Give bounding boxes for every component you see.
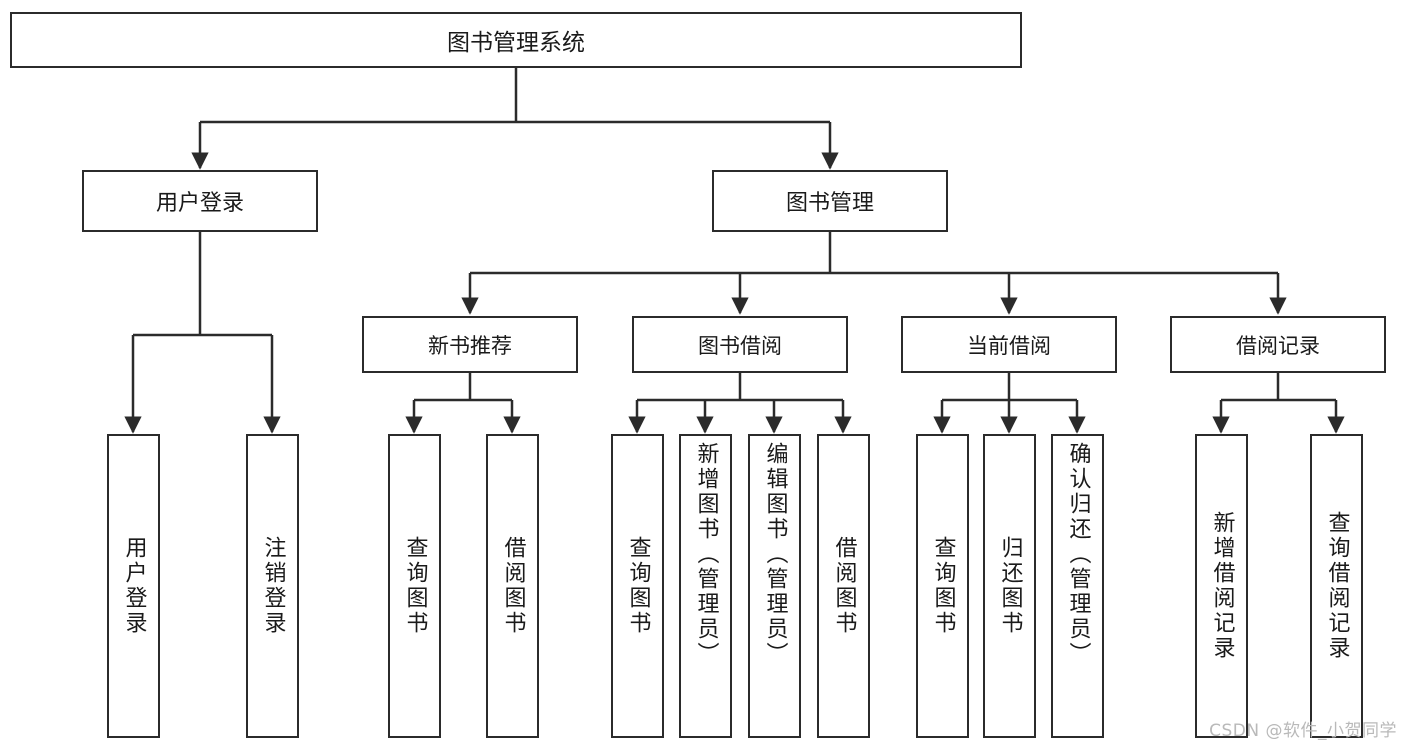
node-book-management[interactable]: 图书管理 xyxy=(712,170,948,232)
leaf-user-login[interactable]: 用户登录 xyxy=(107,434,160,738)
leaf-query-book-newbook-label: 查询图书 xyxy=(402,536,428,636)
leaf-confirm-return-admin[interactable]: 确认归还（管理员） xyxy=(1051,434,1104,738)
leaf-borrow-book-borrow-label: 借阅图书 xyxy=(831,536,857,636)
node-user-login[interactable]: 用户登录 xyxy=(82,170,318,232)
node-new-book-recommend-label: 新书推荐 xyxy=(428,333,512,358)
leaf-add-book-admin-label: 新增图书（管理员） xyxy=(693,442,719,667)
node-current-borrow-label: 当前借阅 xyxy=(967,333,1051,358)
leaf-add-book-admin[interactable]: 新增图书（管理员） xyxy=(679,434,732,738)
node-book-borrow-label: 图书借阅 xyxy=(698,333,782,358)
leaf-user-login-label: 用户登录 xyxy=(121,536,147,636)
leaf-query-book-current-label: 查询图书 xyxy=(930,536,956,636)
leaf-return-book[interactable]: 归还图书 xyxy=(983,434,1036,738)
node-borrow-record[interactable]: 借阅记录 xyxy=(1170,316,1386,373)
node-book-borrow[interactable]: 图书借阅 xyxy=(632,316,848,373)
leaf-edit-book-admin-label: 编辑图书（管理员） xyxy=(762,442,788,667)
leaf-query-book-current[interactable]: 查询图书 xyxy=(916,434,969,738)
leaf-edit-book-admin[interactable]: 编辑图书（管理员） xyxy=(748,434,801,738)
leaf-query-book-borrow-label: 查询图书 xyxy=(625,536,651,636)
node-borrow-record-label: 借阅记录 xyxy=(1236,333,1320,358)
leaf-query-book-newbook[interactable]: 查询图书 xyxy=(388,434,441,738)
leaf-return-book-label: 归还图书 xyxy=(997,536,1023,636)
leaf-borrow-book-newbook-label: 借阅图书 xyxy=(500,536,526,636)
node-current-borrow[interactable]: 当前借阅 xyxy=(901,316,1117,373)
leaf-logout[interactable]: 注销登录 xyxy=(246,434,299,738)
leaf-query-borrow-record[interactable]: 查询借阅记录 xyxy=(1310,434,1363,738)
node-new-book-recommend[interactable]: 新书推荐 xyxy=(362,316,578,373)
node-user-login-label: 用户登录 xyxy=(155,191,244,216)
leaf-borrow-book-newbook[interactable]: 借阅图书 xyxy=(486,434,539,738)
node-root[interactable]: 图书管理系统 xyxy=(10,12,1022,68)
leaf-query-borrow-record-label: 查询借阅记录 xyxy=(1324,511,1350,661)
leaf-query-book-borrow[interactable]: 查询图书 xyxy=(611,434,664,738)
leaf-logout-label: 注销登录 xyxy=(260,536,286,636)
node-book-management-label: 图书管理 xyxy=(785,191,874,216)
leaf-borrow-book-borrow[interactable]: 借阅图书 xyxy=(817,434,870,738)
leaf-confirm-return-admin-label: 确认归还（管理员） xyxy=(1065,442,1091,667)
node-root-label: 图书管理系统 xyxy=(447,30,585,56)
leaf-add-borrow-record[interactable]: 新增借阅记录 xyxy=(1195,434,1248,738)
leaf-add-borrow-record-label: 新增借阅记录 xyxy=(1209,511,1235,661)
